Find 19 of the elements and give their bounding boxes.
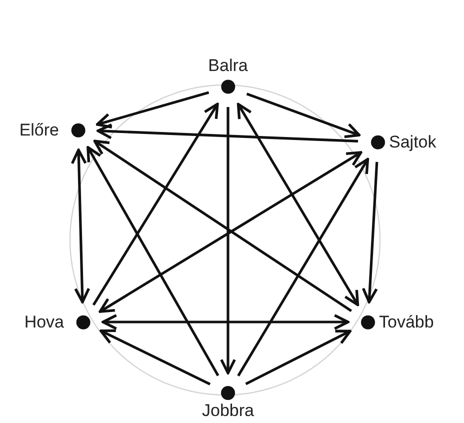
node-label: Hova [24, 311, 64, 333]
arrow [100, 329, 211, 386]
arrow [102, 314, 350, 330]
arrow [86, 146, 220, 376]
arrow [245, 330, 352, 386]
arrow [220, 107, 236, 374]
node-label: Előre [19, 119, 59, 141]
node-label: Tovább [379, 311, 434, 333]
arrow [70, 148, 90, 304]
node-label: Jobbra [202, 400, 254, 422]
arrow [96, 91, 210, 129]
node-label: Balra [208, 54, 248, 76]
node-label: Sajtok [389, 131, 436, 153]
arrow [92, 102, 219, 306]
arrow [236, 102, 360, 306]
arrow [96, 123, 358, 142]
arrow [362, 162, 378, 304]
arrow [246, 92, 361, 138]
arrow [237, 158, 370, 376]
